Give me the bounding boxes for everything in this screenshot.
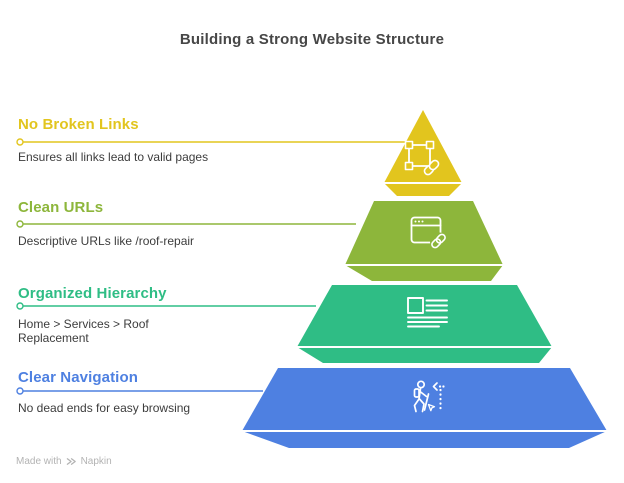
connector-dot bbox=[16, 302, 24, 310]
diagram-title: Building a Strong Website Structure bbox=[179, 31, 445, 48]
article-layout-icon bbox=[407, 297, 448, 328]
level-label-clean-urls: Clean URLs bbox=[18, 199, 104, 216]
level-description-organized-hierarchy: Home > Services > Roof Replacement bbox=[18, 317, 149, 345]
pyramid-level-clean-urls bbox=[345, 201, 503, 281]
level-description-clear-navigation: No dead ends for easy browsing bbox=[18, 401, 191, 415]
made-with-napkin-link[interactable]: Made with Napkin bbox=[16, 456, 112, 467]
napkin-brand-text: Napkin bbox=[80, 456, 112, 467]
level-label-organized-hierarchy: Organized Hierarchy bbox=[18, 285, 167, 302]
connector-dot bbox=[16, 138, 24, 146]
level-shape bbox=[297, 285, 552, 363]
connector-dot bbox=[16, 220, 24, 228]
level-description-no-broken-links: Ensures all links lead to valid pages bbox=[18, 150, 209, 164]
pyramid-level-no-broken-links bbox=[384, 110, 462, 196]
level-shape bbox=[345, 201, 503, 281]
hiker-route-icon bbox=[413, 380, 448, 414]
made-with-text: Made with bbox=[16, 456, 62, 467]
connector-clean-urls bbox=[16, 220, 356, 228]
connector-organized-hierarchy bbox=[16, 302, 316, 310]
connector-clear-navigation bbox=[16, 387, 263, 395]
connector-no-broken-links bbox=[16, 138, 410, 146]
level-shape bbox=[384, 110, 462, 196]
level-description-clean-urls: Descriptive URLs like /roof-repair bbox=[18, 234, 195, 248]
pyramid-level-organized-hierarchy bbox=[297, 285, 552, 363]
browser-link-icon bbox=[410, 216, 448, 251]
pyramid-level-clear-navigation bbox=[242, 368, 607, 448]
level-label-no-broken-links: No Broken Links bbox=[18, 116, 139, 133]
level-label-clear-navigation: Clear Navigation bbox=[18, 369, 138, 386]
connector-dot bbox=[16, 387, 24, 395]
napkin-logo-icon bbox=[66, 458, 76, 465]
broken-link-selection-icon bbox=[404, 140, 440, 176]
